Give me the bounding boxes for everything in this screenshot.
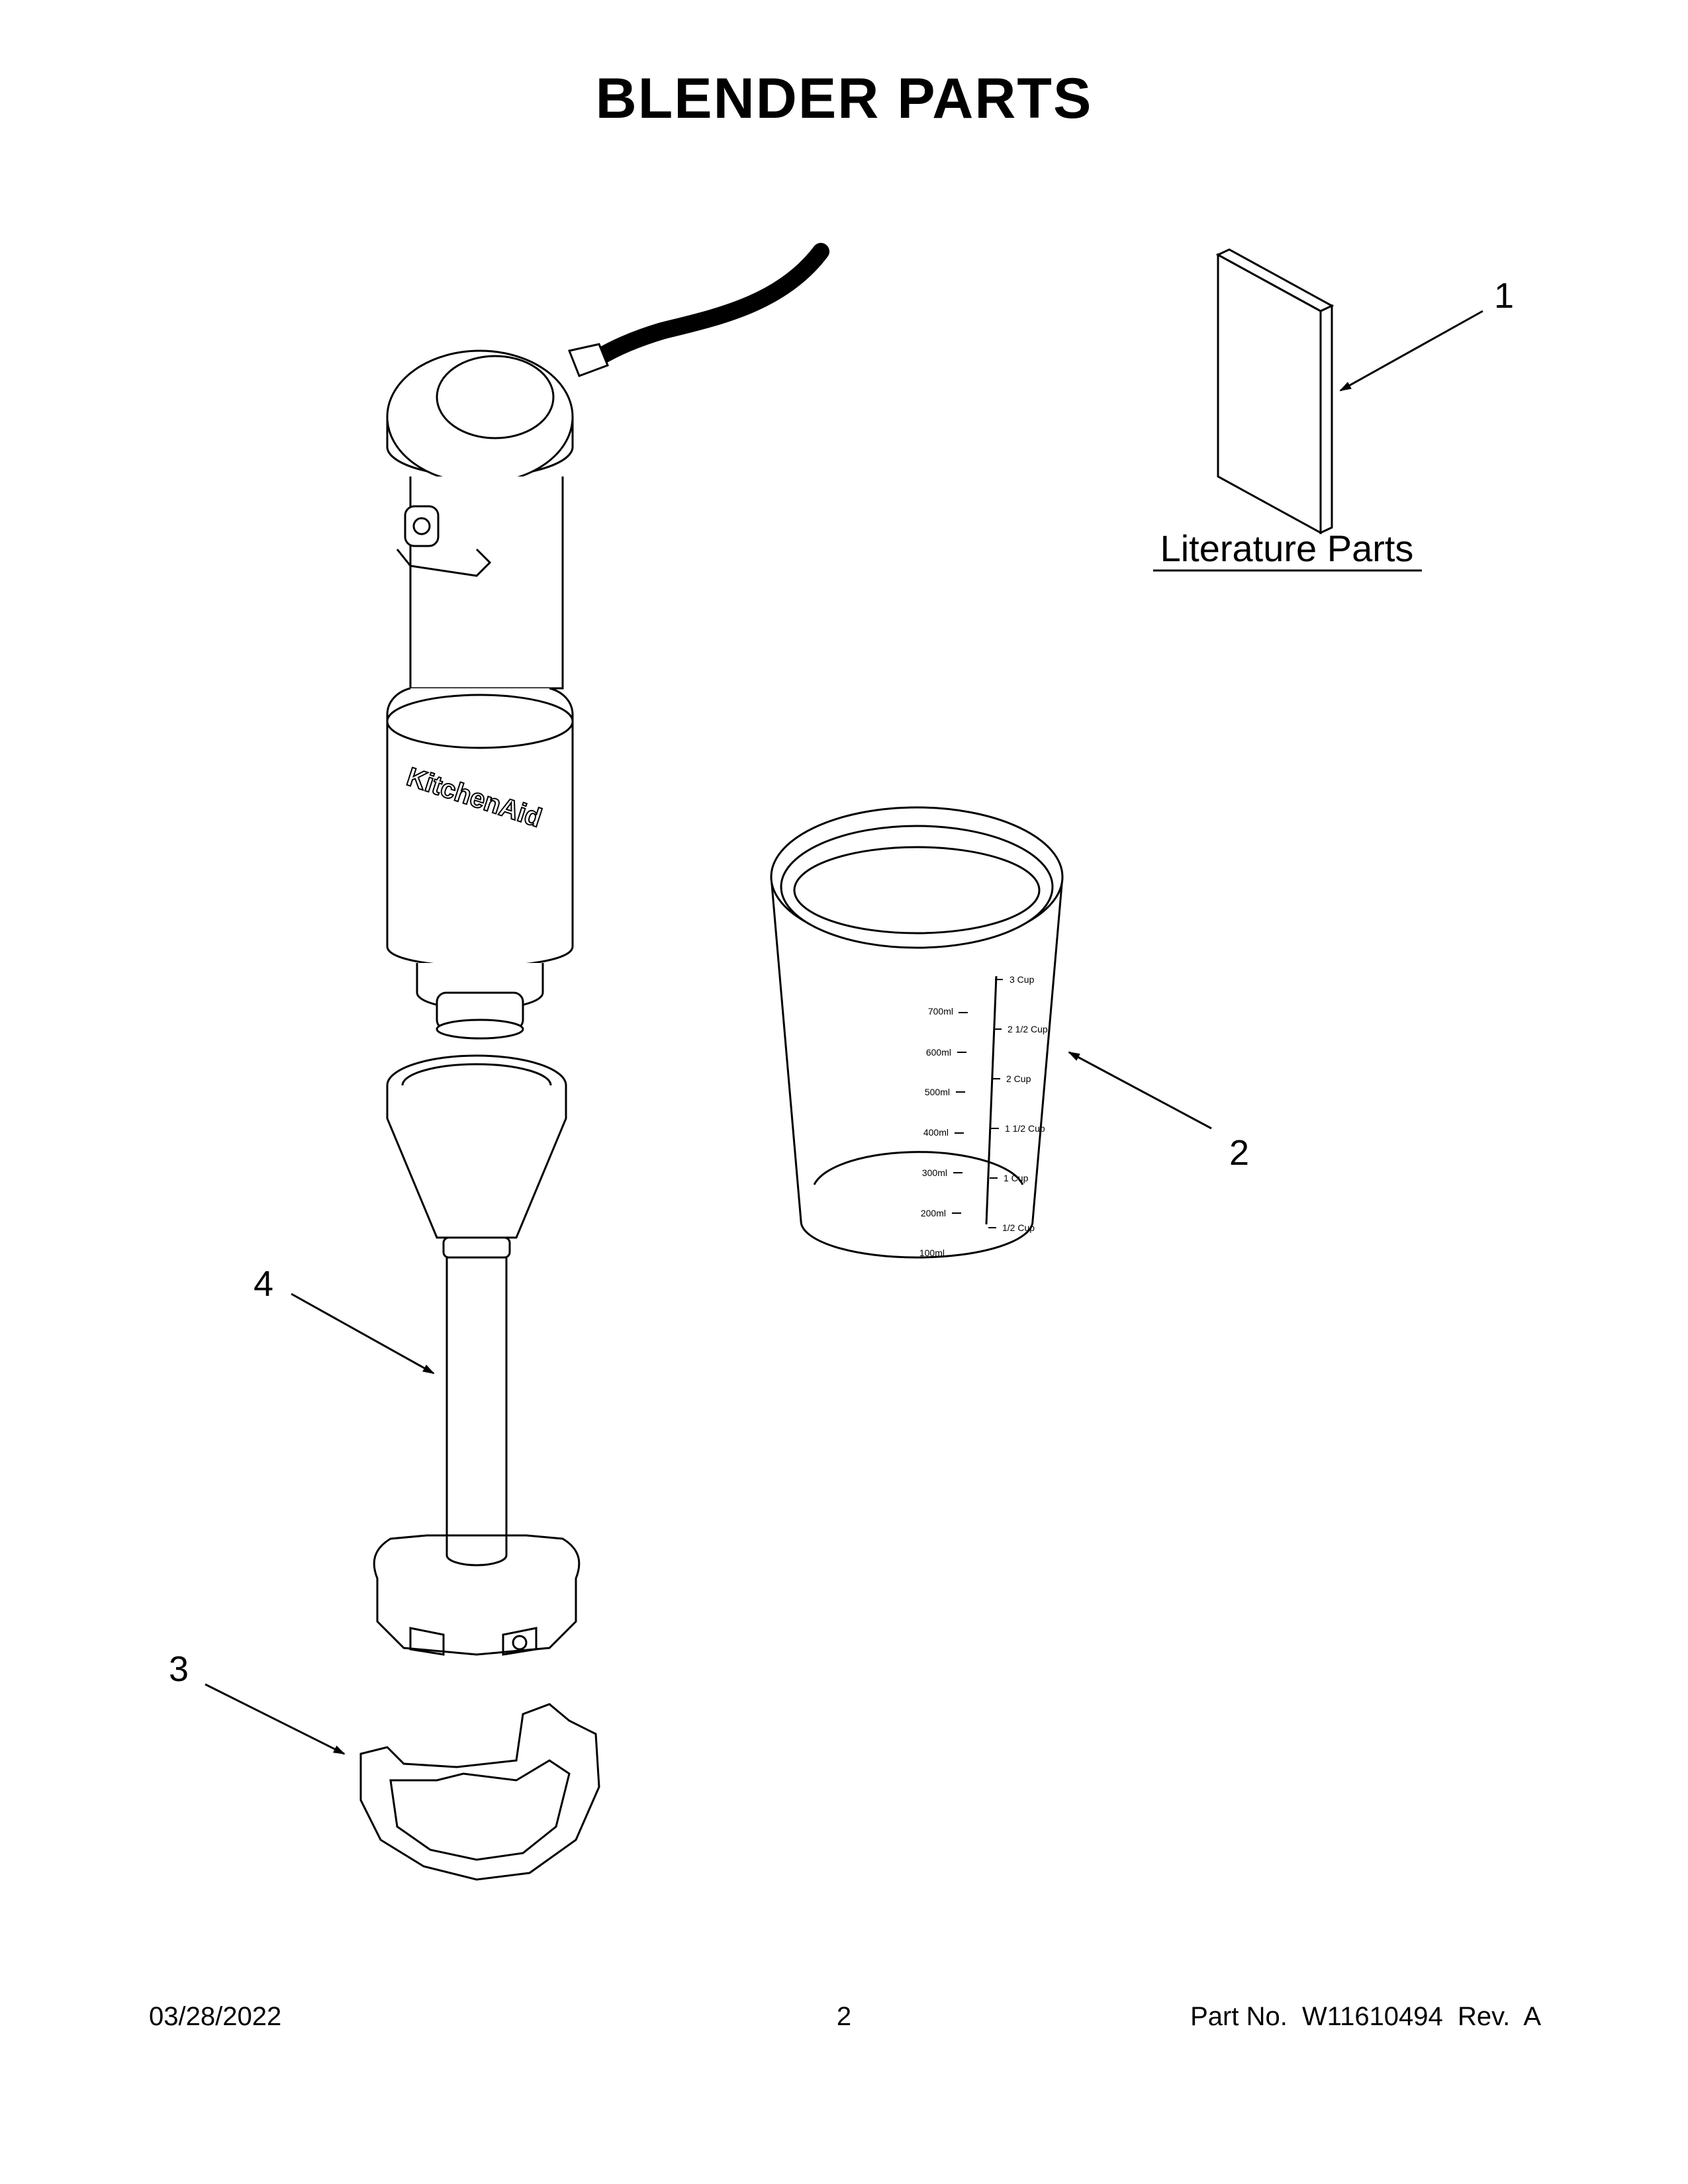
beaker-scale-ml: 700ml 600ml 500ml 400ml 300ml 200ml 100m…: [919, 1006, 953, 1258]
footer-part-number: Part No. W11610494 Rev. A: [1190, 2002, 1541, 2031]
beaker-mark-300ml: 300ml: [922, 1167, 947, 1178]
literature-booklet: [1215, 248, 1335, 535]
beaker-scale-cup: 3 Cup 2 1/2 Cup 2 Cup 1 1/2 Cup 1 Cup 1/…: [1002, 974, 1048, 1233]
callout-arrow-1: [1339, 310, 1483, 392]
callout-arrow-3: [205, 1683, 346, 1755]
callout-arrow-4: [291, 1293, 435, 1375]
beaker-mark-2-1-2-cup: 2 1/2 Cup: [1008, 1024, 1048, 1034]
callout-arrow-2: [1068, 1051, 1212, 1130]
beaker-mark-400ml: 400ml: [923, 1127, 949, 1138]
beaker-mark-2-cup: 2 Cup: [1006, 1073, 1031, 1084]
callout-4: 4: [254, 1264, 273, 1304]
beaker-mark-1-2-cup: 1/2 Cup: [1002, 1222, 1035, 1233]
power-cord: [590, 243, 829, 366]
footer-date: 03/28/2022: [149, 2002, 282, 2031]
blade-guard: [359, 1703, 600, 1881]
beaker-mark-1-1-2-cup: 1 1/2 Cup: [1005, 1123, 1045, 1134]
beaker-mark-600ml: 600ml: [926, 1047, 951, 1058]
beaker-mark-100ml: 100ml: [919, 1248, 945, 1258]
callout-3: 3: [169, 1649, 189, 1689]
blending-beaker: [770, 806, 1064, 1259]
beaker-mark-700ml: 700ml: [928, 1006, 953, 1017]
callout-2: 2: [1229, 1133, 1249, 1173]
callout-1: 1: [1494, 276, 1514, 316]
beaker-mark-1-cup: 1 Cup: [1004, 1173, 1029, 1183]
blender-motor-body: [386, 243, 829, 1040]
beaker-mark-200ml: 200ml: [921, 1208, 946, 1218]
literature-label: Literature Parts: [1160, 527, 1414, 569]
page-title: BLENDER PARTS: [595, 67, 1093, 130]
beaker-mark-500ml: 500ml: [925, 1087, 950, 1097]
footer-page-number: 2: [836, 2002, 852, 2031]
beaker-scale-ticks: [952, 979, 1003, 1228]
beaker-mark-3-cup: 3 Cup: [1009, 974, 1035, 985]
blending-arm: [373, 1054, 581, 1656]
power-button: [404, 505, 440, 547]
